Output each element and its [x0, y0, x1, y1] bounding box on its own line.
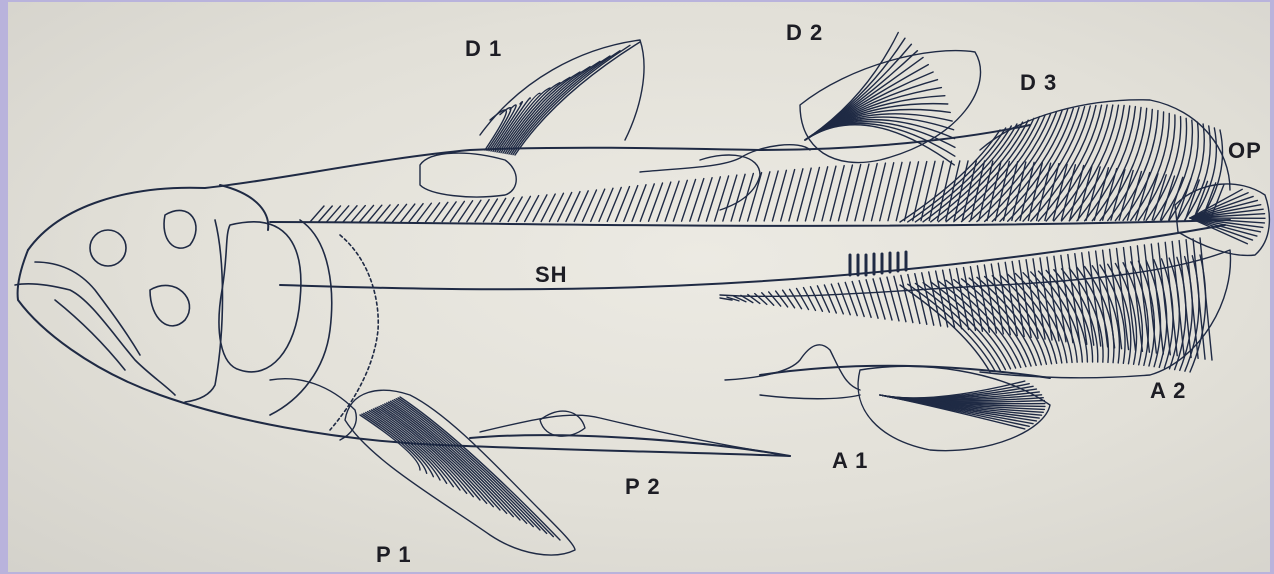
label-a1: A 1 — [832, 448, 868, 474]
body-outline — [18, 125, 1050, 456]
label-d3: D 3 — [1020, 70, 1057, 96]
head-bones — [15, 210, 378, 430]
fin-a2 — [720, 250, 1230, 378]
notochord — [270, 161, 1230, 360]
fin-p1 — [270, 379, 575, 555]
label-a2: A 2 — [1150, 378, 1186, 404]
label-p1: P 1 — [376, 542, 412, 568]
fin-d1 — [420, 40, 644, 197]
label-sh: SH — [535, 262, 568, 288]
label-d1: D 1 — [465, 36, 502, 62]
label-op: OP — [1228, 138, 1262, 164]
label-d2: D 2 — [786, 20, 823, 46]
fin-op — [1175, 184, 1269, 256]
label-p2: P 2 — [625, 474, 661, 500]
